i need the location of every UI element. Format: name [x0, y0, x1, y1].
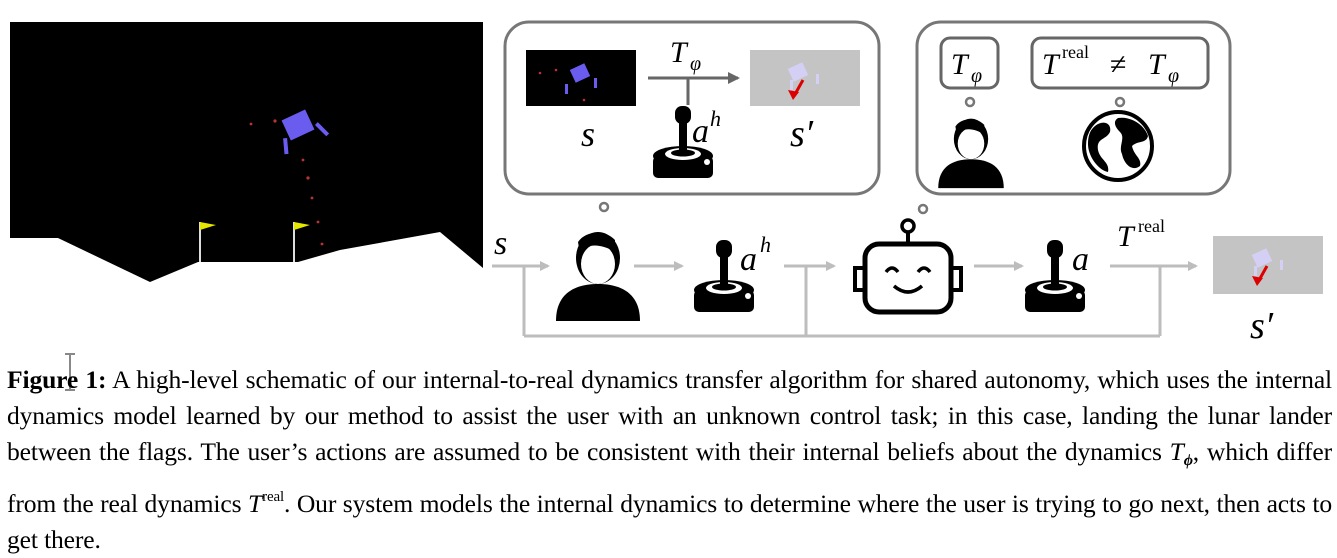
internal-dynamics-box: s T φ a h s′ [503, 20, 881, 196]
globe-icon [1082, 110, 1154, 182]
real-sup: real [1062, 42, 1089, 62]
flag-left [200, 222, 216, 230]
pipeline-input-s: s [494, 225, 507, 262]
lander [281, 109, 330, 155]
output-state-thumbnail [1213, 236, 1323, 294]
rhs-T: T [1148, 48, 1167, 81]
pipeline-user-action-a: a [740, 241, 757, 278]
user-icon-pipeline [556, 232, 640, 321]
flag-right [294, 222, 310, 230]
robot-icon [853, 218, 963, 315]
user-action-a: a [692, 113, 709, 150]
belief-box: T φ T real ≠ T φ [915, 20, 1232, 196]
caption-label: Figure 1: [7, 365, 107, 394]
caption-T-real: Treal [248, 489, 284, 518]
figure-caption: Figure 1: A high-level schematic of our … [7, 362, 1332, 558]
pipeline-user-action-h: h [760, 232, 771, 257]
text-cursor-icon [65, 353, 75, 391]
next-state-thumbnail [750, 50, 860, 106]
state-label: s [581, 114, 595, 154]
pipeline [492, 261, 1198, 338]
exhaust-particles [249, 119, 324, 246]
pipeline-real-sup: real [1138, 216, 1165, 236]
pipeline-output-s-prime: s′ [1250, 305, 1274, 347]
schematic-figure: s T φ a h s′ T φ T real ≠ T φ [10, 20, 1323, 347]
neq-sign: ≠ [1110, 48, 1126, 81]
caption-text-1: A high-level schematic of our internal-t… [7, 365, 1332, 466]
real-T: T [1042, 48, 1061, 81]
next-state-label: s′ [790, 113, 814, 155]
pipeline-real-T: T [1117, 220, 1136, 253]
internal-transition-phi: φ [690, 53, 701, 75]
assist-action-a: a [1072, 241, 1089, 278]
game-panel [10, 22, 483, 338]
rhs-phi: φ [1168, 65, 1179, 87]
user-belief-T: T [951, 48, 970, 81]
caption-text-2: , which differ from the real dynamics [7, 437, 1332, 518]
user-belief-phi: φ [971, 65, 982, 87]
user-action-h: h [710, 106, 721, 131]
caption-T-phi: Tϕ [1169, 437, 1193, 469]
internal-transition-T: T [670, 36, 689, 69]
caption-text-3: . Our system models the internal dynamic… [7, 489, 1332, 554]
